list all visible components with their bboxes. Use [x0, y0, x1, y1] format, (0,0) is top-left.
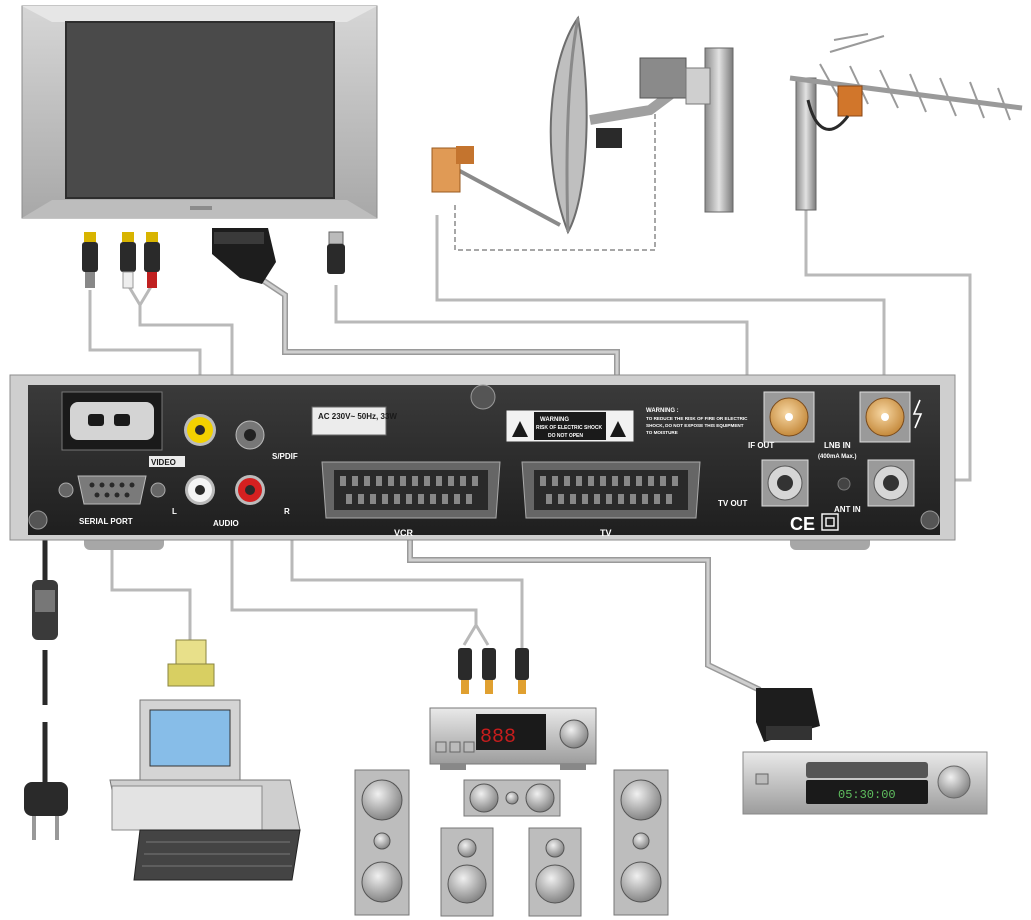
speaker-front-right: [613, 769, 669, 916]
warning-title: WARNING :: [646, 408, 679, 414]
rca-plug-video: [82, 232, 98, 288]
keyboard-icon: [133, 829, 301, 881]
speaker-front-left: [354, 769, 410, 916]
ce-mark: CE: [790, 514, 815, 534]
scart-plug-vcr: [756, 688, 820, 742]
rf-plug-tv: [327, 231, 345, 274]
power-plug-icon: [24, 580, 68, 840]
scart-plug-tv: [212, 228, 276, 284]
warning-box-line1: WARNING: [540, 417, 569, 423]
spdif-label: S/PDIF: [272, 452, 298, 461]
power-socket: [61, 391, 163, 451]
lnb-in-sublabel: (400mA Max.): [818, 454, 856, 460]
audio-label: AUDIO: [213, 519, 239, 528]
vcr-label: VCR: [394, 528, 414, 538]
if-out-label: IF OUT: [748, 441, 774, 450]
cable-lnb: [435, 215, 886, 420]
amplifier: 888: [429, 707, 597, 770]
serial-label: SERIAL PORT: [79, 517, 133, 526]
power-rating-box: AC 230V~ 50Hz, 33W: [311, 406, 397, 436]
cable-audio-amp: [230, 480, 490, 646]
if-out-connector: [763, 391, 815, 443]
audio-r-jack: [235, 475, 265, 505]
pc-screen: [149, 709, 231, 767]
screw-icon: [28, 384, 940, 530]
amp-display: 888: [480, 726, 516, 749]
warning-box-line3: DO NOT OPEN: [548, 433, 583, 439]
warning-line-3: TO MOISTURE: [646, 430, 678, 435]
computer: [109, 639, 301, 881]
power-rating-text: AC 230V~ 50Hz, 33W: [318, 412, 397, 421]
video-jack: [184, 414, 216, 446]
warning-line-1: TO REDUCE THE RISK OF FIRE OR ELECTRIC: [646, 416, 748, 421]
audio-l-jack: [185, 475, 215, 505]
cables: [30, 110, 972, 782]
scart-vcr-socket: [321, 461, 501, 519]
tv-out-label: TV OUT: [718, 499, 747, 508]
tv-out-connector: [761, 459, 809, 507]
speaker-center: [463, 779, 561, 817]
tv-screen: [65, 21, 335, 199]
warning-line-2: SHOCK, DO NOT EXPOSE THIS EQUIPMENT: [646, 423, 744, 428]
television: [21, 5, 378, 219]
spdif-jack: [235, 420, 265, 450]
vcr-knob-icon: [937, 765, 971, 799]
receiver: AC 230V~ 50Hz, 33W VIDEO S/PDIF L AUDIO: [9, 374, 956, 550]
tv-plugs: [82, 228, 345, 289]
speaker-rear-left: [440, 827, 494, 917]
lnb-icon: [431, 146, 474, 193]
rca-plug-audio-r: [144, 232, 160, 288]
warning-box-line2: RISK OF ELECTRIC SHOCK: [536, 425, 603, 431]
ant-in-connector: [867, 459, 915, 507]
serial-port: [58, 475, 166, 505]
scart-tv-socket: [521, 461, 701, 519]
volume-knob-icon: [559, 719, 589, 749]
audio-r-label: R: [284, 507, 290, 516]
amp-rca-plugs: [458, 648, 529, 694]
tv-label: TV: [600, 528, 612, 538]
lnb-in-label: LNB IN: [824, 441, 851, 450]
serial-adapter-icon: [167, 639, 215, 687]
satellite-dish: [431, 15, 734, 235]
audio-system: 888: [354, 648, 669, 917]
warning-text-block: WARNING : TO REDUCE THE RISK OF FIRE OR …: [646, 408, 748, 435]
vcr: 05:30:00: [742, 688, 988, 815]
vcr-display: 05:30:00: [838, 788, 896, 802]
terrestrial-antenna: [789, 33, 1023, 211]
rca-plug-audio-l: [120, 232, 136, 289]
double-insulation-icon: [821, 513, 839, 531]
warning-sticker: WARNING RISK OF ELECTRIC SHOCK DO NOT OP…: [505, 409, 635, 443]
speaker-rear-right: [528, 827, 582, 917]
audio-l-label: L: [172, 507, 177, 516]
lightning-icon: [912, 399, 923, 429]
ant-in-label: ANT IN: [834, 505, 861, 514]
video-label: VIDEO: [151, 458, 176, 467]
lnb-in-connector: [859, 391, 911, 443]
